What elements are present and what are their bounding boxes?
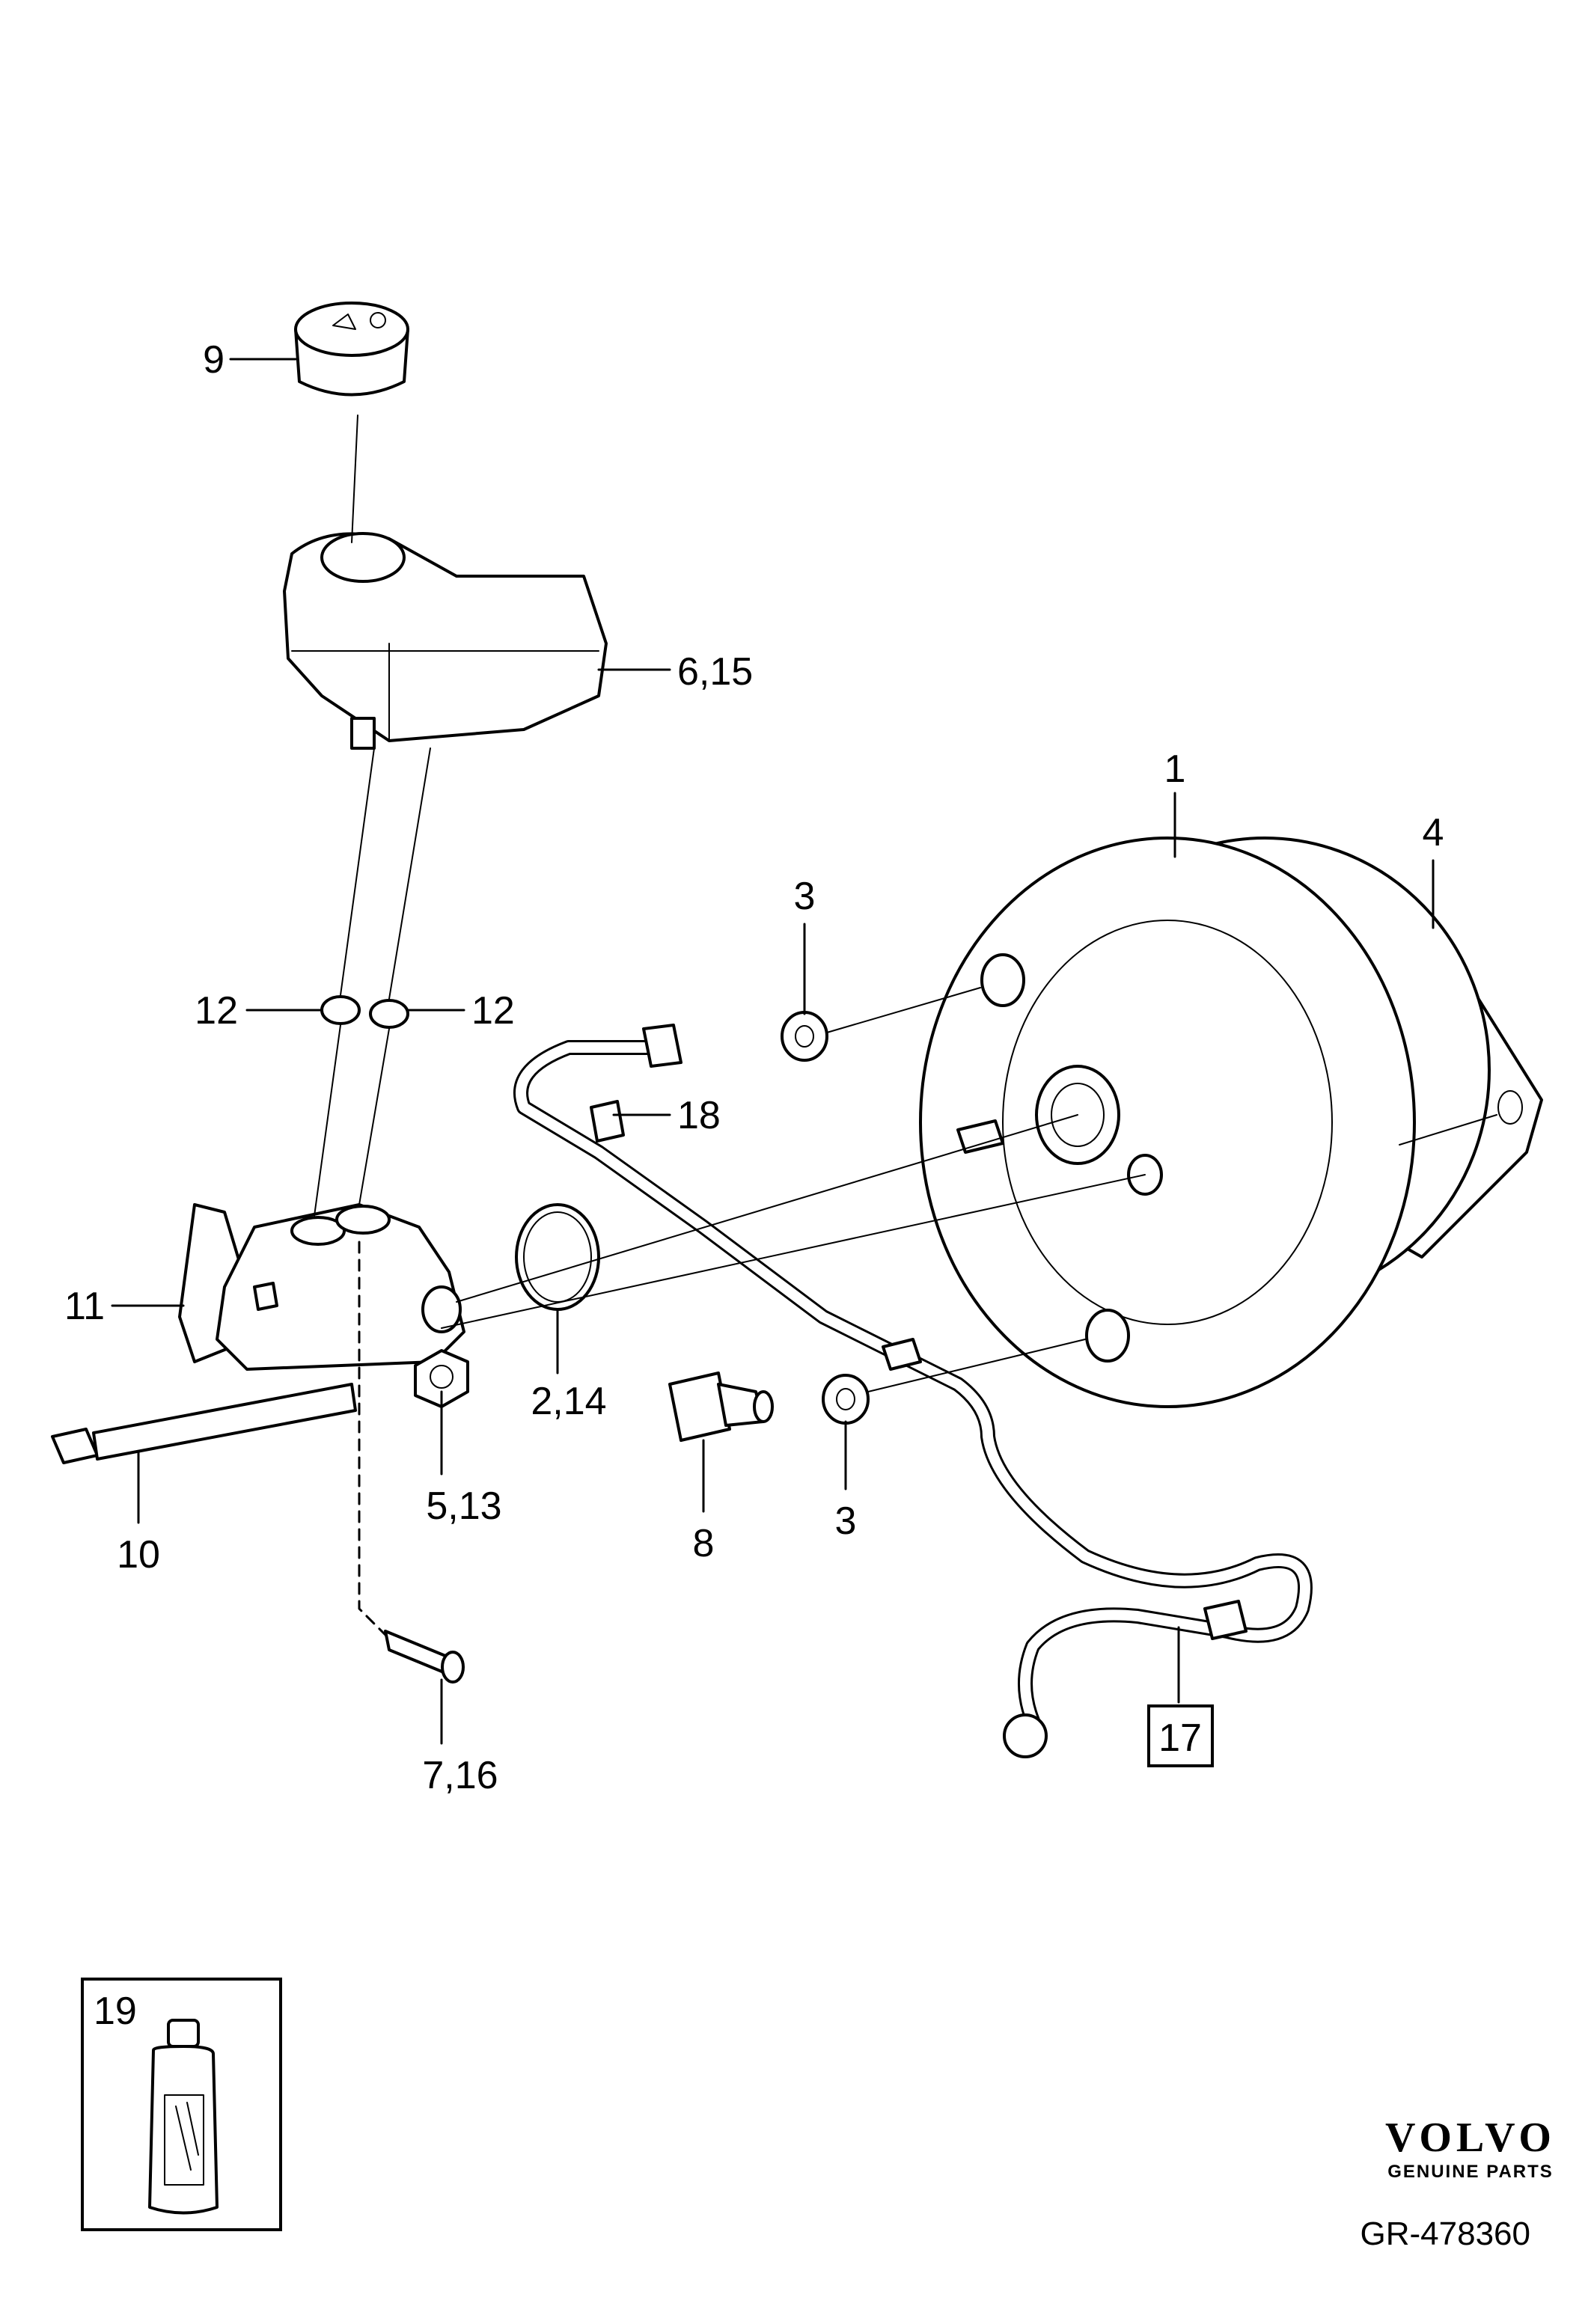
washer-lower — [822, 1374, 870, 1425]
booster-front-shell — [919, 837, 1416, 1408]
reservoir-cap — [294, 302, 409, 397]
callout-1: 1 — [1164, 747, 1186, 791]
callout-17: 17 — [1158, 1716, 1202, 1760]
master-cylinder-bore — [421, 1285, 462, 1333]
callout-11: 11 — [64, 1285, 105, 1328]
callout-3-bottom: 3 — [835, 1499, 857, 1543]
master-cylinder — [178, 1203, 465, 1371]
long-bolt — [51, 1383, 357, 1464]
callout-12-right: 12 — [471, 989, 515, 1033]
genuine-parts-tagline: GENUINE PARTS — [1387, 2162, 1554, 2182]
assembly-guide-lines — [314, 415, 1497, 1392]
hose-check-valve — [1003, 1713, 1048, 1758]
callout-2-14: 2,14 — [531, 1380, 606, 1423]
callout-12-left: 12 — [195, 989, 238, 1033]
callout-5-13: 5,13 — [426, 1484, 501, 1528]
washer-upper — [781, 1011, 828, 1062]
volvo-logo: VOLVO — [1385, 2114, 1556, 2161]
booster-stud-upper — [980, 953, 1025, 1007]
booster-pin-left — [956, 1119, 1004, 1154]
leader-lines — [111, 358, 1435, 1745]
pin-bolt — [384, 1630, 465, 1684]
brake-fluid-bottle — [148, 2019, 219, 2215]
callout-7-16: 7,16 — [422, 1754, 498, 1797]
callout-8: 8 — [693, 1522, 715, 1565]
o-ring-inner — [523, 1211, 592, 1303]
callout-labels: 9 6,15 1 4 3 12 12 18 11 2,14 5,13 10 8 … — [64, 338, 1444, 1797]
branding: VOLVO GENUINE PARTS GR-478360 — [1361, 2114, 1556, 2252]
reservoir-filler-neck — [320, 532, 406, 583]
vacuum-hose — [513, 1024, 1313, 1758]
o-ring — [515, 1203, 600, 1311]
callout-9: 9 — [203, 338, 225, 382]
callout-18: 18 — [677, 1094, 721, 1137]
booster-stud-lower — [1085, 1309, 1130, 1363]
callout-6-15: 6,15 — [677, 650, 753, 694]
callout-19: 19 — [94, 1990, 137, 2033]
callout-3-top: 3 — [794, 875, 816, 918]
callout-10: 10 — [117, 1533, 160, 1577]
callout-4: 4 — [1423, 811, 1444, 854]
pin-guide-dashed — [358, 1241, 391, 1640]
inset-box-19: 19 — [81, 1978, 282, 2231]
flange-nut — [414, 1349, 469, 1408]
drawing-reference: GR-478360 — [1361, 2216, 1530, 2252]
brake-booster — [919, 837, 1543, 1408]
hose-end-fitting — [642, 1024, 682, 1068]
grommets — [320, 995, 409, 1029]
vacuum-sensor — [668, 1372, 774, 1442]
hose-clip — [590, 1100, 625, 1143]
grommet-right — [369, 999, 409, 1029]
grommet-left — [320, 995, 361, 1025]
callout-17-box: 17 — [1147, 1704, 1214, 1767]
brake-fluid-reservoir — [283, 532, 608, 750]
